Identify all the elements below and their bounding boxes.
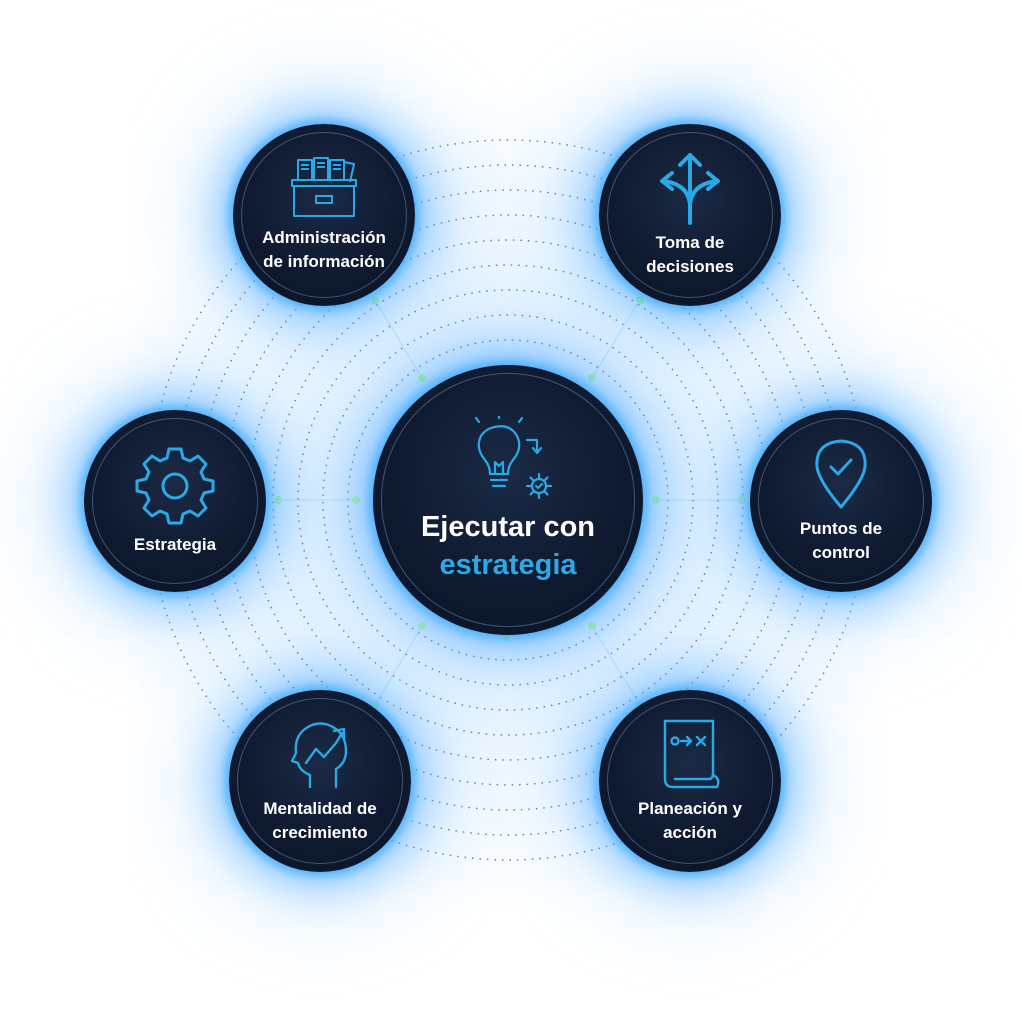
head-growth-icon: [290, 722, 348, 789]
gear-icon: [135, 447, 215, 525]
lightbulb-gear-icon: [474, 416, 553, 500]
node-mentalidad-crecimiento[interactable]: Mentalidad de crecimiento: [229, 690, 411, 872]
node-planeacion-label: Planeación y acción: [638, 797, 742, 845]
node-control-line1: Puntos de: [799, 519, 883, 538]
node-planeacion-line2: acción: [663, 823, 717, 842]
node-toma-decisiones[interactable]: Toma de decisiones: [599, 124, 781, 306]
node-admin-line1: Administración: [262, 228, 386, 247]
node-mentalidad-label: Mentalidad de crecimiento: [263, 797, 376, 845]
connector-lines: [278, 299, 742, 706]
center-node[interactable]: Ejecutar con estrategia: [373, 365, 643, 635]
node-estrategia[interactable]: Estrategia: [84, 410, 266, 592]
node-admin-line2: de información: [263, 252, 385, 271]
split-arrows-icon: [660, 153, 720, 225]
node-mentalidad-line1: Mentalidad de: [263, 799, 377, 818]
folder-documents-icon: [291, 157, 357, 217]
plan-scroll-icon: [663, 719, 720, 789]
node-planeacion-accion[interactable]: Planeación y acción: [599, 690, 781, 872]
node-puntos-control[interactable]: Puntos de control: [750, 410, 932, 592]
node-estrategia-line1: Estrategia: [133, 535, 217, 554]
center-title-line1: Ejecutar con: [420, 511, 596, 543]
node-decisiones-line2: decisiones: [646, 257, 734, 276]
node-control-label: Puntos de control: [800, 517, 882, 565]
center-title-line2: estrategia: [439, 549, 577, 581]
map-pin-check-icon: [815, 439, 867, 509]
node-estrategia-label: Estrategia: [134, 533, 216, 557]
center-title: Ejecutar con estrategia: [421, 508, 595, 584]
node-admin-label: Administración de información: [262, 226, 386, 274]
node-planeacion-line1: Planeación y: [638, 799, 742, 818]
node-admin-informacion[interactable]: Administración de información: [233, 124, 415, 306]
node-decisiones-line1: Toma de: [655, 233, 725, 252]
node-decisiones-label: Toma de decisiones: [646, 231, 734, 279]
node-control-line2: control: [812, 543, 870, 562]
node-mentalidad-line2: crecimiento: [272, 823, 368, 842]
